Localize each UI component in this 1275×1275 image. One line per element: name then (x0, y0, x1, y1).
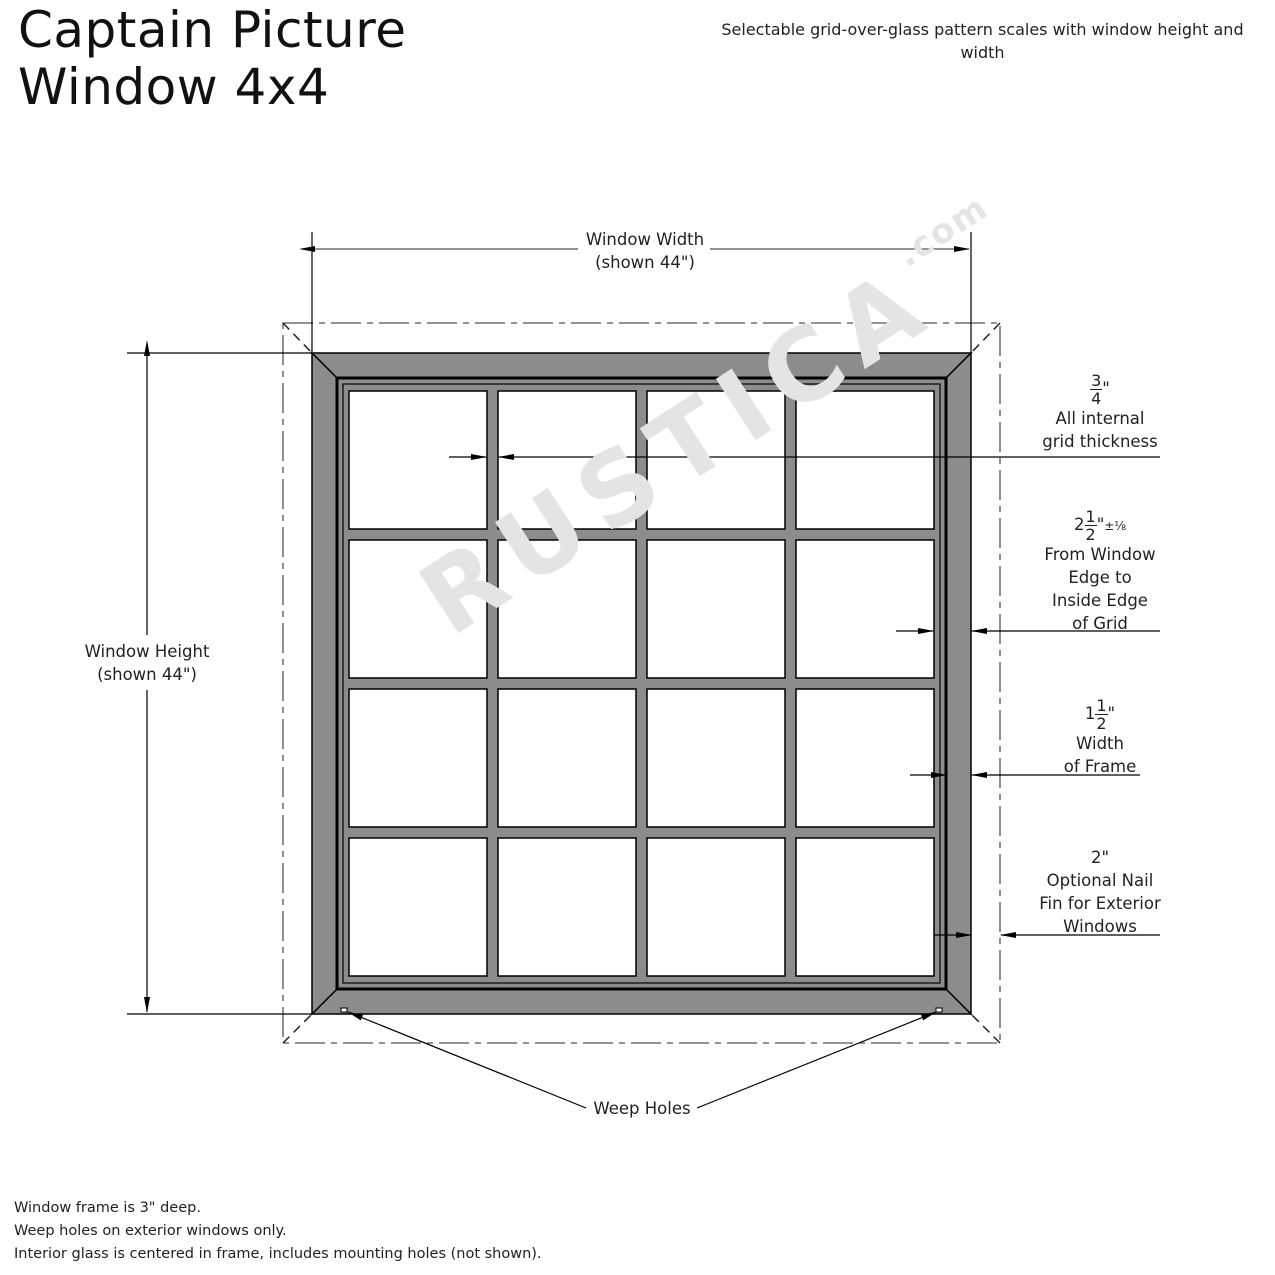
pane (795, 390, 935, 530)
pane (497, 390, 637, 530)
pane (795, 837, 935, 977)
width-dimension (299, 232, 972, 353)
pane (795, 688, 935, 828)
weep-hole-icons (340, 1007, 943, 1013)
glass-grid (348, 390, 935, 977)
pane (497, 688, 637, 828)
pane (646, 539, 786, 679)
pane (795, 539, 935, 679)
width-label: Window Width (shown 44") (560, 228, 730, 274)
weep-holes-leaders (347, 1011, 937, 1109)
note: Weep holes on exterior windows only. (14, 1223, 287, 1239)
pane (497, 837, 637, 977)
pane (348, 688, 488, 828)
title-line-1: Captain Picture (18, 1, 407, 59)
pane (348, 390, 488, 530)
pane (646, 837, 786, 977)
nail-fin-corner-lines (282, 322, 1001, 1044)
subtitle: Selectable grid-over-glass pattern scale… (721, 20, 1244, 62)
page-title: Captain Picture Window 4x4 (18, 2, 406, 116)
pane (646, 688, 786, 828)
nail-fin-label: 2" Optional Nail Fin for Exterior Window… (1039, 848, 1161, 936)
pane (646, 390, 786, 530)
width-label-text: Window Width (585, 230, 705, 249)
height-label: Window Height (shown 44") (62, 640, 232, 686)
weep-holes-label: Weep Holes (593, 1099, 691, 1118)
height-dimension (127, 340, 312, 1015)
title-line-2: Window 4x4 (18, 58, 330, 116)
height-label-text: Window Height (84, 642, 210, 661)
pane (497, 539, 637, 679)
pane (348, 539, 488, 679)
nail-fin-outline (282, 322, 1001, 1044)
height-value-text: (shown 44") (97, 665, 197, 684)
width-value-text: (shown 44") (595, 253, 695, 272)
note: Interior glass is centered in frame, inc… (14, 1246, 542, 1262)
footnotes: Window frame is 3" deep. Weep holes on e… (14, 1197, 542, 1266)
note: Window frame is 3" deep. (14, 1200, 201, 1216)
pane (348, 837, 488, 977)
